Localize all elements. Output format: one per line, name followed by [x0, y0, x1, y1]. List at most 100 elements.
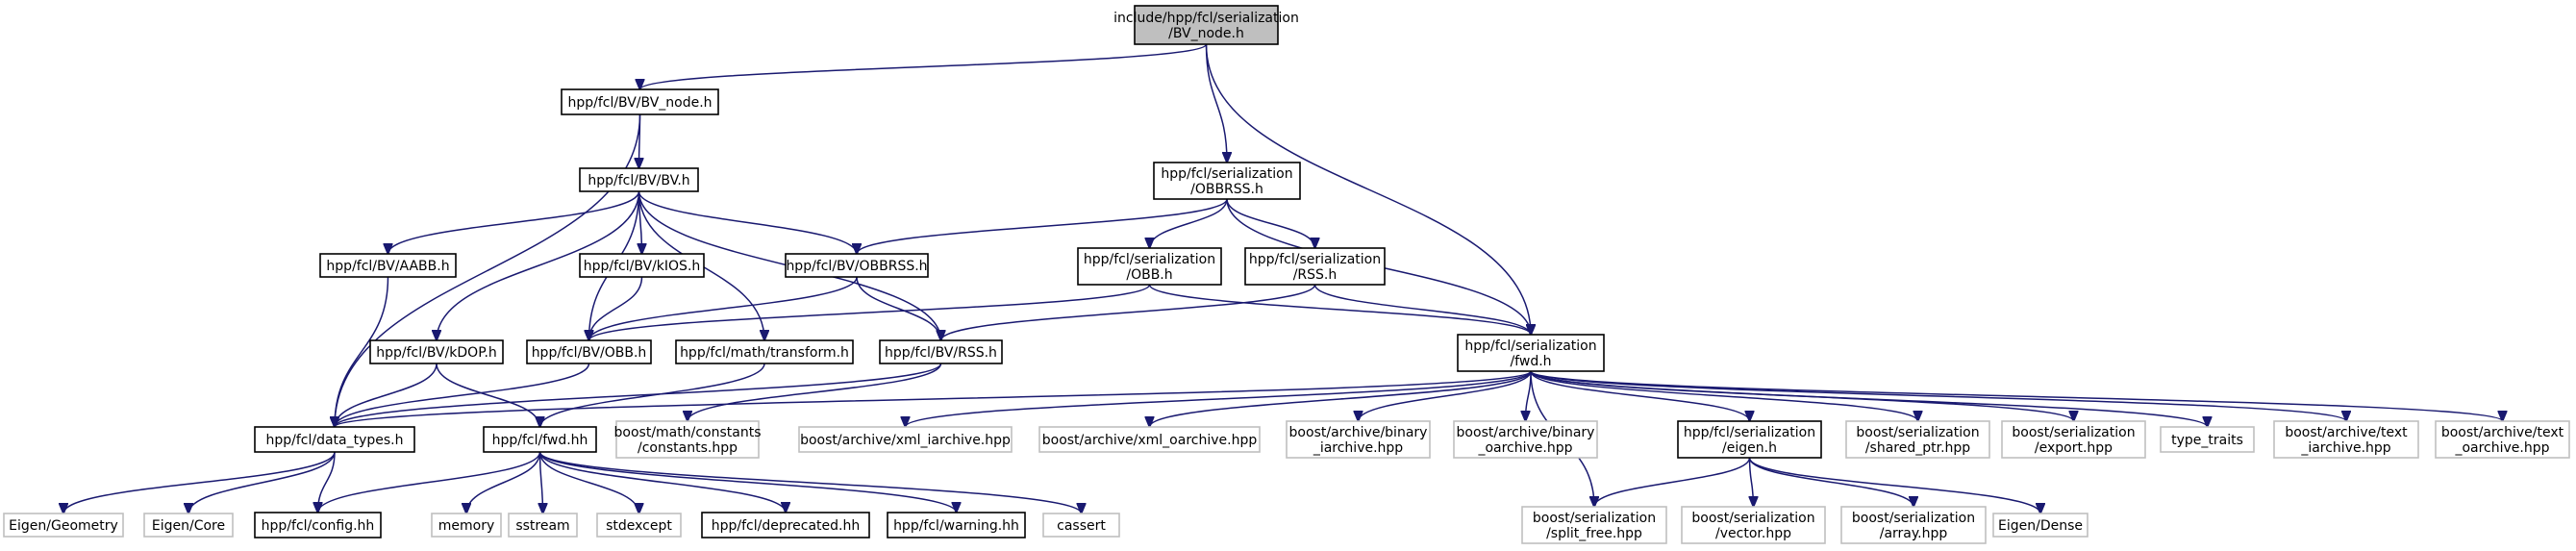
node-text-oarchive: boost/archive/text_oarchive.hpp [2435, 420, 2570, 459]
edge-ser-obb-to-bv-obb [589, 284, 1151, 340]
node-box [615, 420, 760, 459]
node-box [1042, 513, 1120, 538]
node-box [254, 426, 415, 453]
edge-math-transform-to-fcl-fwd [540, 363, 765, 427]
node-label: hpp/fcl/config.hh [262, 518, 375, 534]
node-label: _iarchive.hpp [1313, 440, 1403, 456]
node-box [879, 339, 1003, 364]
edge-ser-fwd-to-xml-iarchive [906, 370, 1532, 427]
node-math-transform[interactable]: hpp/fcl/math/transform.h [675, 339, 854, 364]
edge-fcl-fwd-to-deprecated [538, 451, 787, 513]
node-box [785, 253, 929, 278]
edge-bv-kdop-to-fcl-fwd [436, 363, 540, 427]
node-root[interactable]: include/hpp/fcl/serialization/BV_node.h [1113, 5, 1299, 45]
node-box [675, 339, 854, 364]
node-box [1521, 506, 1667, 544]
node-data-types[interactable]: hpp/fcl/data_types.h [254, 426, 415, 453]
edge-ser-rss-to-ser-fwd [1313, 284, 1532, 335]
node-box [1681, 506, 1826, 544]
node-ser-eigen[interactable]: hpp/fcl/serialization/eigen.h [1677, 420, 1822, 459]
edge-fcl-fwd-to-config [318, 451, 541, 513]
node-label: boost/archive/xml_oarchive.hpp [1042, 433, 1258, 448]
node-box [526, 339, 652, 364]
node-label: _oarchive.hpp [2454, 440, 2549, 456]
node-export: boost/serialization/export.hpp [2001, 420, 2146, 459]
node-box [2435, 420, 2570, 459]
node-box [887, 512, 1026, 538]
node-label: stdexcept [606, 518, 672, 534]
node-ser-rss[interactable]: hpp/fcl/serialization/RSS.h [1244, 247, 1386, 286]
node-bv-kios[interactable]: hpp/fcl/BV/kIOS.h [579, 253, 705, 278]
node-bv-rss[interactable]: hpp/fcl/BV/RSS.h [879, 339, 1003, 364]
edge-ser-eigen-to-ser-vector [1750, 457, 1754, 507]
node-eigen-geometry: Eigen/Geometry [3, 513, 124, 538]
node-box [1845, 420, 1990, 459]
node-label: _iarchive.hpp [2300, 440, 2390, 456]
node-label: /export.hpp [2035, 440, 2113, 456]
node-box [701, 512, 870, 538]
node-label: boost/archive/text [2441, 425, 2564, 440]
node-box [1453, 420, 1598, 459]
node-label: Eigen/Dense [1998, 518, 2083, 534]
edge-ser-fwd-to-data-types [335, 370, 1532, 427]
node-label: memory [438, 518, 495, 534]
node-text-iarchive: boost/archive/text_iarchive.hpp [2273, 420, 2419, 459]
edges-layer [63, 43, 2503, 513]
node-box [483, 426, 597, 453]
node-ser-fwd[interactable]: hpp/fcl/serialization/fwd.h [1457, 334, 1605, 372]
node-box [579, 167, 699, 192]
node-box [431, 513, 502, 538]
edge-ser-obb-to-ser-fwd [1148, 284, 1532, 335]
node-box [369, 339, 504, 364]
node-label: /eigen.h [1722, 440, 1777, 456]
edge-ser-fwd-to-binary-oarchive [1526, 370, 1532, 421]
node-label: hpp/fcl/serialization [1084, 252, 1215, 267]
edge-ser-fwd-to-xml-oarchive [1150, 370, 1532, 427]
node-box [579, 253, 705, 278]
node-label: hpp/fcl/fwd.hh [492, 433, 588, 448]
edge-data-types-to-eigen-core [188, 451, 336, 513]
node-box [1992, 513, 2088, 538]
node-label: hpp/fcl/warning.hh [893, 518, 1019, 534]
node-ser-vector: boost/serialization/vector.hpp [1681, 506, 1826, 544]
edge-root-to-ser-fwd [1205, 43, 1532, 335]
node-ser-obbrss[interactable]: hpp/fcl/serialization/OBBRSS.h [1153, 162, 1301, 200]
node-fcl-fwd[interactable]: hpp/fcl/fwd.hh [483, 426, 597, 453]
node-stdexcept: stdexcept [596, 513, 682, 538]
node-label: boost/archive/binary [1289, 425, 1428, 440]
node-label: hpp/fcl/BV/kIOS.h [584, 259, 701, 274]
node-label: cassert [1057, 518, 1106, 534]
node-boost-constants: boost/math/constants/constants.hpp [614, 420, 761, 459]
node-label: sstream [515, 518, 569, 534]
node-warning[interactable]: hpp/fcl/warning.hh [887, 512, 1026, 538]
node-bv-obbrss[interactable]: hpp/fcl/BV/OBBRSS.h [785, 253, 929, 278]
node-label: boost/serialization [1533, 511, 1656, 526]
node-cassert: cassert [1042, 513, 1120, 538]
node-bv-bv[interactable]: hpp/fcl/BV/BV.h [579, 167, 699, 192]
node-label: /OBB.h [1126, 267, 1172, 283]
node-label: hpp/fcl/BV/kDOP.h [376, 345, 497, 361]
node-label: hpp/fcl/BV/OBBRSS.h [786, 259, 927, 274]
node-label: Eigen/Core [152, 518, 225, 534]
node-bv-kdop[interactable]: hpp/fcl/BV/kDOP.h [369, 339, 504, 364]
edge-ser-obbrss-to-ser-obb [1150, 198, 1228, 248]
node-bv-node[interactable]: hpp/fcl/BV/BV_node.h [561, 88, 719, 115]
edge-fcl-fwd-to-sstream [540, 451, 543, 513]
node-label: hpp/fcl/BV/BV_node.h [567, 95, 712, 111]
node-eigen-core: Eigen/Core [143, 513, 234, 538]
node-shared-ptr: boost/serialization/shared_ptr.hpp [1845, 420, 1990, 459]
node-config[interactable]: hpp/fcl/config.hh [254, 512, 382, 538]
node-ser-obb[interactable]: hpp/fcl/serialization/OBB.h [1077, 247, 1222, 286]
node-sstream: sstream [508, 513, 578, 538]
edge-fcl-fwd-to-cassert [538, 451, 1082, 513]
node-bv-aabb[interactable]: hpp/fcl/BV/AABB.h [319, 253, 457, 278]
node-deprecated[interactable]: hpp/fcl/deprecated.hh [701, 512, 870, 538]
edge-root-to-bv-node [640, 43, 1208, 89]
edge-ser-fwd-to-ser-eigen [1530, 370, 1750, 421]
node-box [596, 513, 682, 538]
node-bv-obb[interactable]: hpp/fcl/BV/OBB.h [526, 339, 652, 364]
edge-bv-obb-to-data-types [335, 363, 590, 427]
node-box [1038, 426, 1261, 453]
edge-bv-bv-to-bv-obbrss [638, 190, 858, 254]
